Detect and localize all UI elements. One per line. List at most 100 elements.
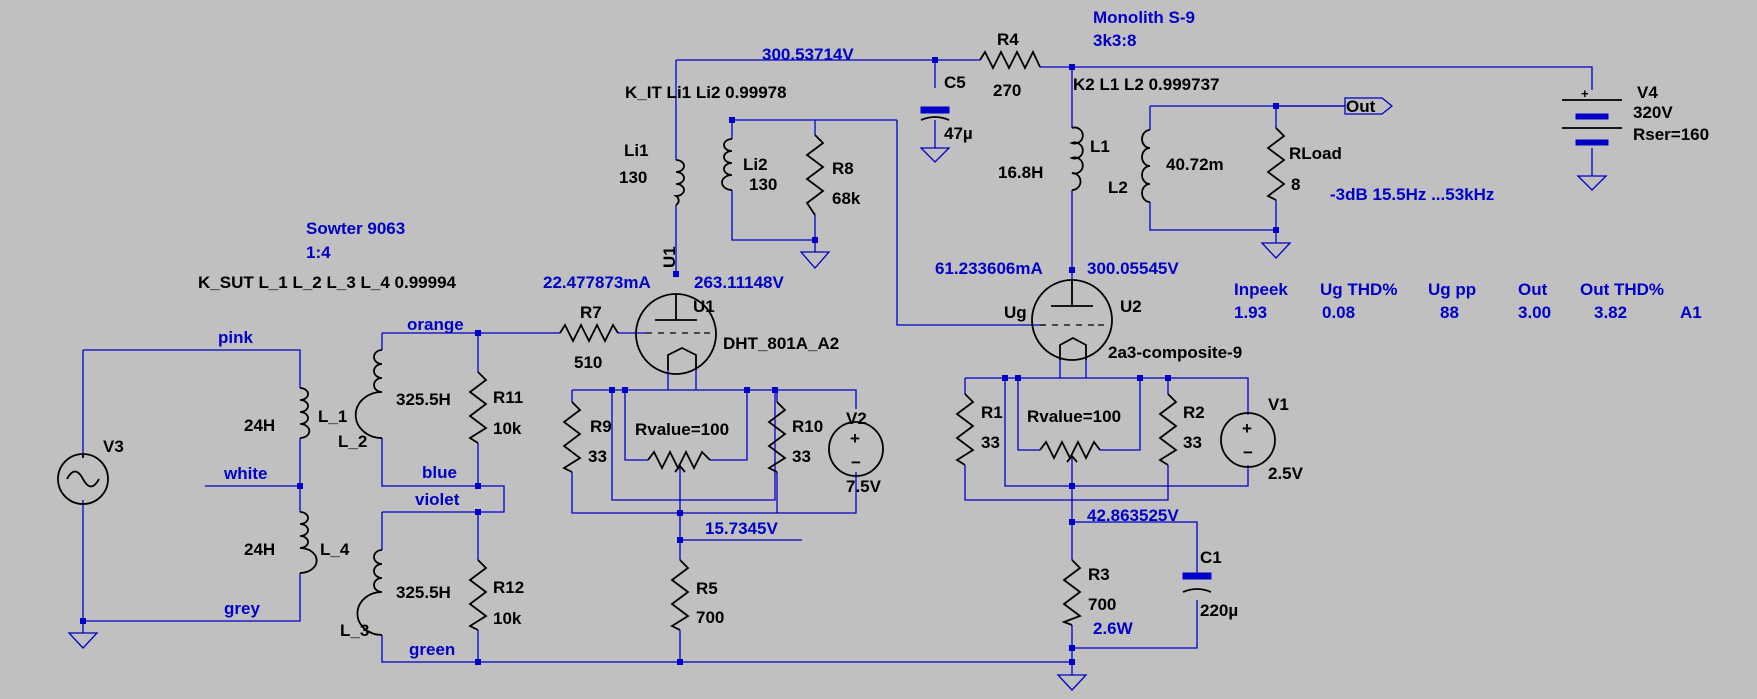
r7-resistor bbox=[559, 322, 619, 344]
r4-resistor bbox=[979, 49, 1041, 71]
u2-plate-voltage-label: 300.05545V bbox=[1087, 259, 1179, 278]
u2-current-label: 61.233606mA bbox=[935, 259, 1043, 278]
c5-ref: C5 bbox=[944, 73, 966, 92]
meas-value-ug-thd: 0.08 bbox=[1322, 303, 1355, 322]
li1-ref: Li1 bbox=[624, 141, 649, 160]
l_4-ref: L_4 bbox=[320, 540, 350, 559]
meas-value-out-thd: 3.82 bbox=[1594, 303, 1627, 322]
l_3-ref: L_3 bbox=[340, 621, 369, 640]
r10-ref: R10 bbox=[792, 417, 823, 436]
pot1-resistor bbox=[647, 449, 711, 483]
ground-symbols bbox=[67, 147, 1608, 691]
v2-dc-source: + − bbox=[828, 421, 884, 477]
r8-ref: R8 bbox=[832, 159, 854, 178]
v3-ref: V3 bbox=[103, 437, 124, 456]
l_3-inductor bbox=[356, 549, 383, 636]
r8-resistor bbox=[805, 134, 825, 216]
l2-value: 40.72m bbox=[1166, 155, 1224, 174]
v1-value: 2.5V bbox=[1268, 464, 1304, 483]
cathode2-voltage-label: 42.863525V bbox=[1087, 506, 1179, 525]
sowter-ratio-label: 1:4 bbox=[306, 243, 331, 262]
l1-inductor bbox=[1069, 126, 1084, 191]
bandwidth-label: -3dB 15.5Hz ...53kHz bbox=[1330, 185, 1494, 204]
u1-model: DHT_801A_A2 bbox=[723, 334, 839, 353]
k-it-directive: K_IT Li1 Li2 0.99978 bbox=[625, 83, 787, 102]
junctions bbox=[80, 57, 1279, 665]
c1-capacitor bbox=[1182, 565, 1212, 593]
r11-value: 10k bbox=[493, 419, 522, 438]
labels: Monolith S-9 3k3:8 300.53714V R4 270 K_I… bbox=[103, 8, 1709, 659]
meas-header-out: Out bbox=[1518, 280, 1548, 299]
pot2-value: Rvalue=100 bbox=[1027, 407, 1121, 426]
u1-current-label: 22.477873mA bbox=[543, 273, 651, 292]
v2-ref: V2 bbox=[846, 409, 867, 428]
l_2-inductor bbox=[354, 349, 383, 439]
u1-ref: U1 bbox=[693, 297, 715, 316]
cathode1-voltage-label: 15.7345V bbox=[705, 519, 778, 538]
r5-resistor bbox=[670, 559, 690, 631]
k-sut-directive: K_SUT L_1 L_2 L_3 L_4 0.99994 bbox=[198, 273, 457, 292]
r1-ref: R1 bbox=[981, 403, 1003, 422]
meas-header-out-thd: Out THD% bbox=[1580, 280, 1664, 299]
svg-text:+: + bbox=[1242, 419, 1252, 438]
u1-triode bbox=[635, 293, 717, 375]
meas-value-inpeek: 1.93 bbox=[1234, 303, 1267, 322]
r3-power-label: 2.6W bbox=[1093, 619, 1134, 638]
v4-ref: V4 bbox=[1637, 83, 1658, 102]
li2-inductor bbox=[721, 138, 733, 191]
v1-dc-source: + − bbox=[1220, 412, 1276, 468]
li2-ref: Li2 bbox=[743, 155, 768, 174]
net-label-blue: blue bbox=[422, 463, 457, 482]
l_4-inductor bbox=[299, 511, 318, 574]
sowter-name-label: Sowter 9063 bbox=[306, 219, 405, 238]
r2-value: 33 bbox=[1183, 433, 1202, 452]
c5-capacitor bbox=[920, 106, 950, 121]
l_1-value: 24H bbox=[244, 416, 275, 435]
r11-ref: R11 bbox=[493, 388, 523, 407]
v1-ref: V1 bbox=[1268, 395, 1289, 414]
u2-triode bbox=[1031, 279, 1113, 361]
v3-ac-source bbox=[57, 453, 109, 505]
r10-resistor bbox=[767, 401, 787, 473]
r9-resistor bbox=[562, 401, 582, 473]
v2-value: 7.5V bbox=[846, 477, 882, 496]
net-label-violet: violet bbox=[415, 490, 460, 509]
out-port-flag bbox=[1344, 97, 1394, 115]
wires bbox=[82, 59, 1593, 675]
v4-rser: Rser=160 bbox=[1633, 125, 1709, 144]
r12-resistor bbox=[468, 559, 488, 631]
meas-value-a1: A1 bbox=[1680, 303, 1702, 322]
monolith-ratio-label: 3k3:8 bbox=[1093, 31, 1136, 50]
r9-ref: R9 bbox=[590, 417, 612, 436]
r4-ref: R4 bbox=[997, 30, 1019, 49]
r12-ref: R12 bbox=[493, 578, 524, 597]
net-label-orange: orange bbox=[407, 315, 464, 334]
l_2-ref: L_2 bbox=[338, 432, 367, 451]
rload-resistor bbox=[1266, 127, 1286, 201]
l_2-value: 325.5H bbox=[396, 390, 451, 409]
c1-value: 220µ bbox=[1200, 601, 1238, 620]
net-label-white: white bbox=[223, 464, 267, 483]
r5-ref: R5 bbox=[696, 579, 718, 598]
r11-resistor bbox=[468, 371, 488, 444]
svg-text:+: + bbox=[1581, 86, 1589, 101]
v4-value: 320V bbox=[1633, 103, 1673, 122]
li2-value: 130 bbox=[749, 175, 777, 194]
l_1-inductor bbox=[299, 387, 311, 439]
rload-ref: RLoad bbox=[1289, 144, 1342, 163]
r10-value: 33 bbox=[792, 447, 811, 466]
meas-header-ug-thd: Ug THD% bbox=[1320, 280, 1397, 299]
v4-battery: + bbox=[1562, 86, 1622, 146]
rload-value: 8 bbox=[1291, 175, 1300, 194]
l2-ref: L2 bbox=[1108, 178, 1128, 197]
r1-value: 33 bbox=[981, 433, 1000, 452]
u1-ref-vertical: U1 bbox=[660, 246, 679, 268]
l_4-value: 24H bbox=[244, 540, 275, 559]
l_1-ref: L_1 bbox=[318, 407, 347, 426]
l1-ref: L1 bbox=[1090, 137, 1110, 156]
net-label-pink: pink bbox=[218, 328, 253, 347]
pot2-resistor bbox=[1039, 439, 1101, 475]
li1-inductor bbox=[673, 159, 685, 206]
ug-label: Ug bbox=[1004, 303, 1027, 322]
